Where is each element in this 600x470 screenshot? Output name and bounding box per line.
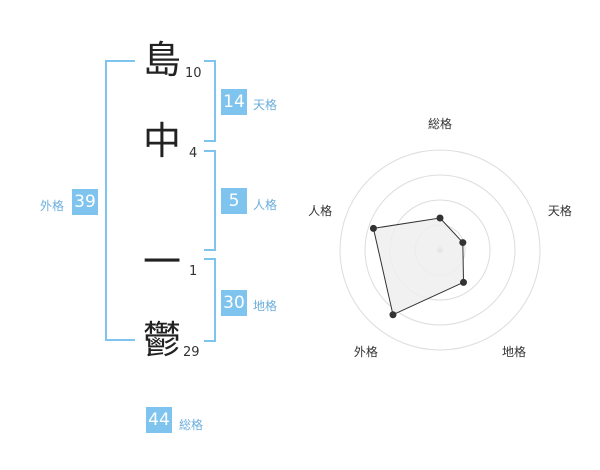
- soukaku-label: 総格: [179, 418, 204, 432]
- radar-point-1: [436, 214, 444, 222]
- soukaku-value: 44: [146, 407, 172, 433]
- name-char-2: 中: [143, 119, 182, 163]
- gaikaku-bracket: [105, 60, 135, 341]
- stroke-count-3: 1: [189, 264, 198, 279]
- radar-point-4: [389, 311, 397, 319]
- name-char-4: 鬱: [143, 318, 182, 362]
- gaikaku-value: 39: [72, 189, 98, 215]
- radar-axis-label: 地格: [502, 344, 526, 359]
- stroke-count-2: 4: [189, 146, 198, 161]
- stroke-count-1: 10: [185, 66, 202, 81]
- name-char-3: 一: [143, 240, 182, 284]
- radar-ring: [364, 174, 516, 326]
- chikaku-value: 30: [221, 290, 247, 316]
- jinkaku-value: 5: [221, 188, 247, 214]
- radar-point-3: [460, 278, 468, 286]
- chikaku-bracket: [204, 258, 216, 342]
- jinkaku-label: 人格: [253, 198, 278, 212]
- stroke-count-4: 29: [183, 345, 200, 360]
- tenkaku-bracket: [204, 60, 216, 142]
- radar-point-2: [459, 239, 467, 247]
- radar-axis-label: 人格: [308, 203, 332, 218]
- gaikaku-label: 外格: [40, 199, 65, 213]
- chikaku-label: 地格: [253, 299, 278, 313]
- radar-points: [369, 214, 468, 319]
- radar-axis-label: 天格: [548, 203, 572, 218]
- jinkaku-bracket: [204, 150, 216, 251]
- tenkaku-label: 天格: [253, 98, 278, 112]
- radar-area: [372, 217, 465, 316]
- radar-ring: [339, 149, 541, 351]
- radar-axis-label: 外格: [354, 344, 378, 359]
- name-char-1: 島: [143, 38, 182, 82]
- tenkaku-value: 14: [221, 89, 247, 115]
- radar-point-5: [369, 224, 377, 232]
- radar-axis-label: 総格: [428, 116, 452, 131]
